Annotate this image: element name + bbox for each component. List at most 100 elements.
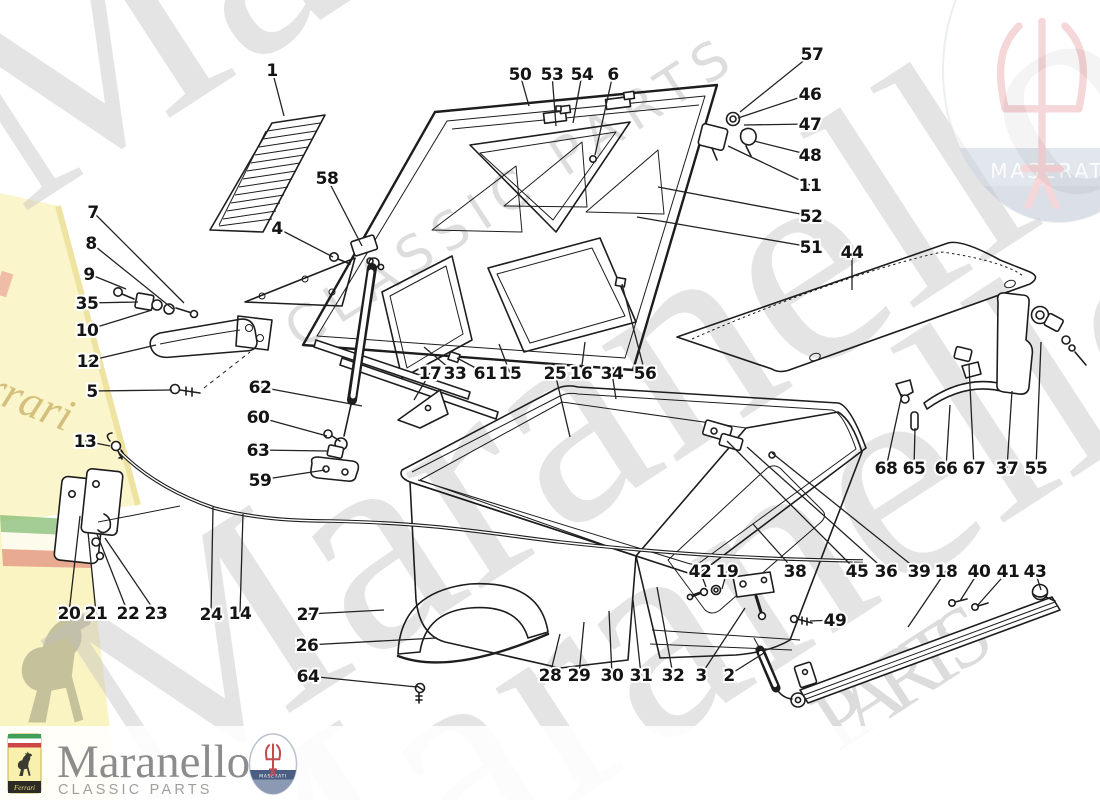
part-label-19[interactable]: 19 (714, 560, 741, 584)
part-label-14[interactable]: 14 (227, 602, 255, 626)
leader-line-18 (907, 570, 947, 628)
leader-line-14 (239, 513, 244, 614)
part-label-28[interactable]: 28 (537, 664, 564, 688)
leader-line-16 (580, 341, 586, 374)
part-label-7[interactable]: 7 (85, 201, 101, 225)
part-label-8[interactable]: 8 (83, 232, 99, 256)
part-label-53[interactable]: 53 (539, 63, 566, 87)
leader-line-47 (743, 123, 811, 126)
leader-line-2 (728, 652, 765, 676)
mesh-screens (381, 237, 637, 379)
leader-line-25 (554, 372, 571, 438)
part-label-39[interactable]: 39 (906, 560, 933, 584)
part-label-12[interactable]: 12 (75, 350, 102, 374)
part-label-52[interactable]: 52 (798, 205, 825, 229)
part-label-60[interactable]: 60 (245, 406, 273, 430)
part-label-43[interactable]: 43 (1022, 560, 1049, 584)
part-label-24[interactable]: 24 (198, 603, 226, 627)
leader-line-36 (746, 446, 887, 572)
part-label-45[interactable]: 45 (844, 560, 871, 584)
part-label-30[interactable]: 30 (599, 664, 627, 688)
part-label-25[interactable]: 25 (542, 362, 569, 386)
part-label-1[interactable]: 1 (264, 59, 280, 83)
part-label-20[interactable]: 20 (56, 602, 84, 626)
part-label-4[interactable]: 4 (269, 217, 286, 241)
leader-line-23 (104, 537, 157, 614)
part-label-62[interactable]: 62 (247, 376, 274, 400)
part-label-44[interactable]: 44 (839, 241, 867, 265)
part-label-33[interactable]: 33 (442, 362, 469, 386)
part-label-5[interactable]: 5 (84, 380, 100, 404)
leader-line-43 (1034, 570, 1042, 591)
leader-line-34 (611, 372, 617, 400)
part-label-56[interactable]: 56 (632, 362, 659, 386)
part-label-10[interactable]: 10 (74, 319, 102, 343)
leader-line-64 (307, 675, 418, 688)
part-label-23[interactable]: 23 (143, 602, 170, 626)
part-label-54[interactable]: 54 (569, 63, 597, 87)
part-label-16[interactable]: 16 (568, 362, 595, 386)
wedge-bracket-17 (397, 389, 449, 429)
part-label-63[interactable]: 63 (245, 439, 272, 463)
part-label-50[interactable]: 50 (507, 63, 535, 87)
part-label-31[interactable]: 31 (628, 664, 655, 688)
part-label-36[interactable]: 36 (873, 560, 900, 584)
part-label-34[interactable]: 34 (599, 362, 627, 386)
part-label-11[interactable]: 11 (797, 174, 824, 198)
part-label-40[interactable]: 40 (966, 560, 994, 584)
part-label-47[interactable]: 47 (797, 113, 824, 137)
leader-line-29 (578, 621, 585, 676)
part-label-21[interactable]: 21 (83, 602, 110, 626)
part-label-49[interactable]: 49 (822, 609, 849, 633)
part-label-42[interactable]: 42 (687, 560, 714, 584)
leader-line-51 (636, 216, 812, 248)
part-label-58[interactable]: 58 (314, 167, 341, 191)
part-label-38[interactable]: 38 (782, 560, 809, 584)
leader-line-26 (306, 637, 438, 646)
part-label-68[interactable]: 68 (873, 457, 900, 481)
part-label-64[interactable]: 64 (295, 665, 323, 689)
part-label-46[interactable]: 46 (797, 83, 824, 107)
support-plate (244, 257, 356, 307)
part-label-6[interactable]: 6 (605, 63, 621, 87)
part-label-61[interactable]: 61 (472, 362, 499, 386)
part-label-26[interactable]: 26 (294, 634, 321, 658)
leader-line-60 (257, 416, 328, 437)
leader-line-8 (90, 242, 174, 310)
part-label-57[interactable]: 57 (799, 43, 826, 67)
leader-line-53 (551, 73, 557, 127)
part-label-41[interactable]: 41 (995, 560, 1022, 584)
part-label-9[interactable]: 9 (81, 263, 97, 287)
part-label-22[interactable]: 22 (115, 602, 142, 626)
part-label-29[interactable]: 29 (566, 664, 593, 688)
ferrari-badge: Ferrari (7, 733, 42, 794)
part-label-55[interactable]: 55 (1023, 457, 1050, 481)
part-label-13[interactable]: 13 (72, 430, 99, 454)
part-label-51[interactable]: 51 (798, 236, 825, 260)
part-label-27[interactable]: 27 (295, 603, 322, 627)
part-label-35[interactable]: 35 (74, 292, 101, 316)
part-label-18[interactable]: 18 (933, 560, 960, 584)
part-label-3[interactable]: 3 (693, 664, 709, 688)
part-label-37[interactable]: 37 (994, 457, 1021, 481)
part-label-32[interactable]: 32 (660, 664, 687, 688)
leader-line-39 (771, 452, 920, 572)
part-label-65[interactable]: 65 (901, 457, 928, 481)
pin-65 (910, 411, 919, 431)
maserati-badge-label: MASERATI (259, 774, 287, 780)
part-label-66[interactable]: 66 (933, 457, 960, 481)
part-label-59[interactable]: 59 (247, 469, 274, 493)
leader-line-12 (87, 344, 157, 362)
seal-strips (313, 276, 627, 420)
leader-line-28 (549, 633, 561, 676)
part-label-17[interactable]: 17 (417, 362, 444, 386)
part-label-2[interactable]: 2 (721, 664, 737, 688)
part-label-48[interactable]: 48 (797, 144, 824, 168)
leader-line-13 (84, 440, 111, 447)
part-label-67[interactable]: 67 (961, 457, 988, 481)
leader-line-31 (632, 599, 642, 676)
footer-brand-wordmark: Maranello (57, 736, 250, 788)
lock-cylinder-55 (1030, 305, 1087, 366)
part-label-15[interactable]: 15 (497, 362, 524, 386)
